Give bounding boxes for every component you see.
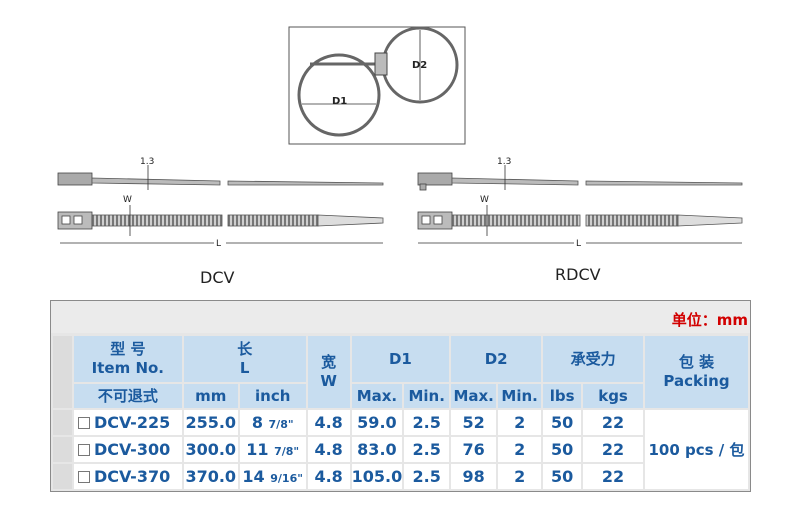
width-header: 宽 W <box>307 336 350 408</box>
width-header-cn: 宽 <box>321 353 337 371</box>
select-checkbox[interactable] <box>77 444 90 456</box>
d1-min-cell: 2.5 <box>404 437 450 462</box>
inch-fraction: 7/8" <box>268 418 294 431</box>
packing-header-en: Packing <box>663 372 730 390</box>
width-cell: 4.8 <box>307 464 350 489</box>
d2-min-header: Min. <box>498 384 542 408</box>
thickness-label-left: 1.3 <box>140 157 154 167</box>
length-header-cn: 长 <box>237 340 253 358</box>
width-cell: 4.8 <box>307 410 350 435</box>
header-row-2: 不可退式 mm inch Max. Min. Max. Min. lbs kgs <box>53 384 748 408</box>
table-row: DCV-370 370.0 14 9/16" 4.8 105.0 2.5 98 … <box>53 464 748 489</box>
d2-min-cell: 2 <box>498 464 542 489</box>
packing-header-cn: 包 装 <box>678 353 715 371</box>
length-header: 长 L <box>183 336 306 382</box>
inch-fraction: 7/8" <box>274 445 300 458</box>
row-marker <box>53 410 72 435</box>
table-row: DCV-225 255.0 8 7/8" 4.8 59.0 2.5 52 2 5… <box>53 410 748 489</box>
item-number: DCV-370 <box>93 467 171 486</box>
lbs-cell: 50 <box>543 437 582 462</box>
model-header-en: Item No. <box>91 359 165 377</box>
width-label-right: W <box>480 195 489 205</box>
length-mm-cell: 370.0 <box>183 464 238 489</box>
row-marker-header <box>53 336 72 408</box>
lbs-cell: 50 <box>543 464 582 489</box>
kgs-cell: 22 <box>583 410 643 435</box>
inch-fraction: 9/16" <box>270 472 303 485</box>
d2-label: D2 <box>412 60 427 71</box>
length-label-right: L <box>576 239 581 249</box>
d1-max-cell: 59.0 <box>351 410 403 435</box>
unit-row: 单位：mm <box>51 301 750 333</box>
kgs-header: kgs <box>583 384 643 408</box>
d1-max-header: Max. <box>351 384 403 408</box>
d2-max-cell: 76 <box>451 437 497 462</box>
item-cell: DCV-300 <box>73 437 182 462</box>
length-header-en: L <box>239 359 250 377</box>
packing-cell: 100 pcs / 包 <box>645 410 748 489</box>
model-header: 型 号 Item No. <box>73 336 182 382</box>
d1-min-cell: 2.5 <box>404 410 450 435</box>
lbs-cell: 50 <box>543 410 582 435</box>
select-checkbox[interactable] <box>77 471 90 483</box>
kgs-cell: 22 <box>583 437 643 462</box>
header-row-1: 型 号 Item No. 长 L 宽 W D1 D2 承受力 包 装 Packi… <box>53 336 748 408</box>
unit-label: 单位：mm <box>671 311 748 329</box>
tensile-header: 承受力 <box>543 336 643 382</box>
inch-whole: 14 <box>242 467 265 486</box>
d2-max-cell: 52 <box>451 410 497 435</box>
thickness-label-right: 1.3 <box>497 157 511 167</box>
length-mm-cell: 300.0 <box>183 437 238 462</box>
width-label-left: W <box>123 195 132 205</box>
length-label-left: L <box>216 239 221 249</box>
d2-min-cell: 2 <box>498 410 542 435</box>
length-inch-cell: 11 7/8" <box>239 437 306 462</box>
width-header-en: W <box>320 372 337 390</box>
select-checkbox[interactable] <box>77 417 90 429</box>
dcv-caption: DCV <box>200 268 234 287</box>
cable-tie-diagram: D1 D2 1.3 W L DCV 1.3 W <box>57 26 743 287</box>
d2-min-cell: 2 <box>498 437 542 462</box>
item-cell: DCV-370 <box>73 464 182 489</box>
d2-max-header: Max. <box>451 384 497 408</box>
rdcv-tie-drawing: 1.3 W L RDCV <box>417 157 743 284</box>
item-number: DCV-300 <box>93 440 171 459</box>
model-header-cn: 型 号 <box>110 340 146 358</box>
d1-label: D1 <box>332 96 347 107</box>
d1-min-cell: 2.5 <box>404 464 450 489</box>
d1-max-cell: 105.0 <box>351 464 403 489</box>
length-inch-cell: 14 9/16" <box>239 464 306 489</box>
kgs-cell: 22 <box>583 464 643 489</box>
length-mm-cell: 255.0 <box>183 410 238 435</box>
d1-header: D1 <box>351 336 450 382</box>
inch-header: inch <box>239 384 306 408</box>
d1-max-cell: 83.0 <box>351 437 403 462</box>
not-releasable-header: 不可退式 <box>73 384 182 408</box>
mm-header: mm <box>183 384 238 408</box>
double-loop-illustration: D1 D2 <box>288 26 466 145</box>
rdcv-caption: RDCV <box>555 265 601 284</box>
inch-whole: 11 <box>246 440 269 459</box>
width-cell: 4.8 <box>307 437 350 462</box>
packing-header: 包 装 Packing <box>645 336 748 408</box>
dcv-tie-drawing: 1.3 W L DCV <box>57 157 384 287</box>
d1-min-header: Min. <box>404 384 450 408</box>
inch-whole: 8 <box>251 413 263 432</box>
spec-table-panel: 单位：mm 型 号 Item No. 长 L 宽 W D1 D2 承受力 <box>50 300 751 492</box>
item-number: DCV-225 <box>93 413 171 432</box>
length-inch-cell: 8 7/8" <box>239 410 306 435</box>
row-marker <box>53 437 72 462</box>
spec-table: 型 号 Item No. 长 L 宽 W D1 D2 承受力 包 装 Packi… <box>51 334 750 491</box>
row-marker <box>53 464 72 489</box>
table-row: DCV-300 300.0 11 7/8" 4.8 83.0 2.5 76 2 … <box>53 437 748 462</box>
d2-max-cell: 98 <box>451 464 497 489</box>
item-cell: DCV-225 <box>73 410 182 435</box>
d2-header: D2 <box>451 336 542 382</box>
lbs-header: lbs <box>543 384 582 408</box>
